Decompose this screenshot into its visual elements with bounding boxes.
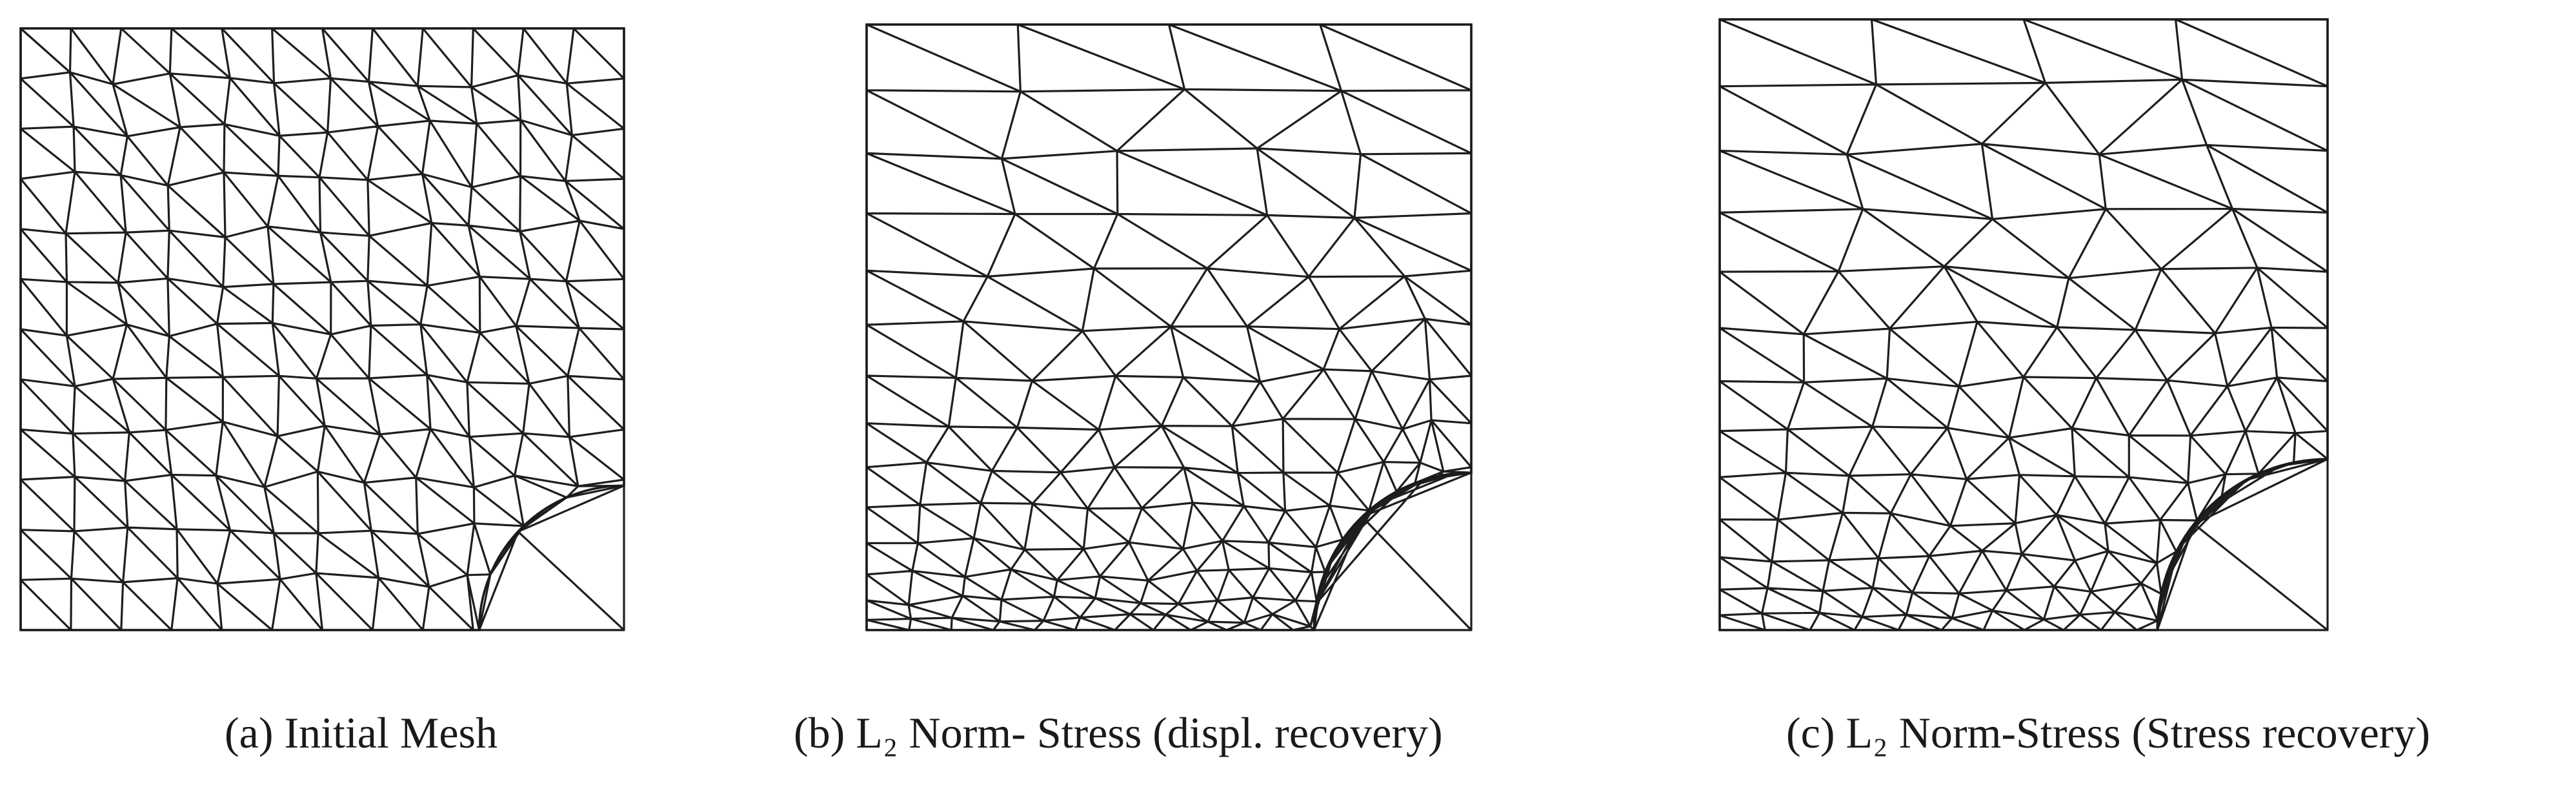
caption-panel-b: (b) L₂ Norm- Stress (displ. recovery) bbox=[794, 708, 1443, 757]
panel-b-mesh-edges bbox=[865, 23, 1473, 631]
panel-c-domain-boundary bbox=[1718, 18, 2329, 631]
panel-a-domain-boundary bbox=[19, 27, 625, 631]
panel-c-stress-recovery-mesh bbox=[1718, 18, 2329, 631]
panel-b-displ-recovery-mesh bbox=[865, 23, 1473, 631]
caption-panel-a: (a) Initial Mesh bbox=[225, 708, 498, 757]
panel-b-domain-boundary bbox=[865, 23, 1473, 631]
panel-c-mesh-edges bbox=[1718, 18, 2329, 631]
panel-a-mesh-edges bbox=[19, 27, 625, 631]
caption-panel-c: (c) L₂ Norm-Stress (Stress recovery) bbox=[1786, 708, 2431, 757]
panel-a-initial-mesh bbox=[19, 27, 625, 631]
